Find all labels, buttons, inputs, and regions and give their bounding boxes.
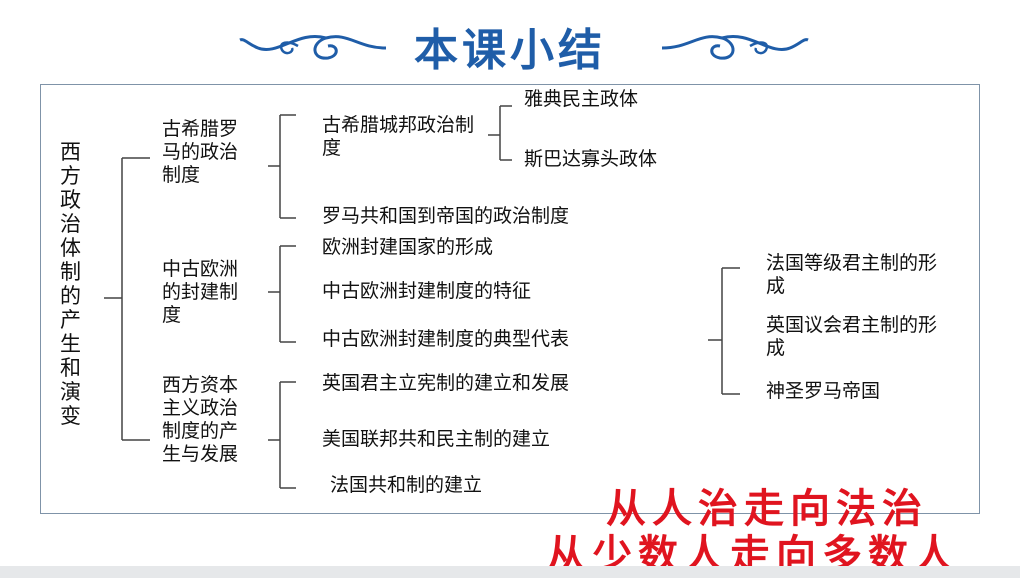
- root-label: 西方政治体制的产生和演变: [60, 140, 81, 428]
- england-parliamentary-monarchy: 英国议会君主制的形成: [766, 314, 941, 360]
- france-estates-monarchy-text: 法国等级君主制的形成: [766, 252, 938, 297]
- feudal-state-formation: 欧洲封建国家的形成: [322, 236, 494, 258]
- feudal-features: 中古欧洲封建制度的特征: [322, 280, 532, 302]
- england-parliamentary-monarchy-text: 英国议会君主制的形成: [766, 314, 938, 359]
- page-title: 本课小结: [414, 25, 606, 76]
- france-estates-monarchy: 法国等级君主制的形成: [766, 252, 941, 298]
- diagram-frame: [40, 84, 980, 514]
- l1-greece-rome: 古希腊罗马的政治制度: [162, 118, 252, 187]
- us-federal-republic: 美国联邦共和民主制的建立: [322, 428, 551, 450]
- greece-city-state: 古希腊城邦政治制度: [322, 114, 492, 160]
- right-ornament-icon: [661, 35, 809, 60]
- l1-medieval-text: 中古欧洲的封建制度: [162, 258, 239, 326]
- l1-capitalist-text: 西方资本主义政治制度的产生与发展: [162, 374, 239, 465]
- slogan-line-1: 从人治走向法治: [606, 485, 928, 532]
- greece-city-state-text: 古希腊城邦政治制度: [322, 114, 475, 159]
- uk-constitutional-monarchy: 英国君主立宪制的建立和发展: [322, 372, 570, 394]
- france-republic: 法国共和制的建立: [330, 474, 483, 496]
- left-ornament-icon: [239, 35, 387, 60]
- rome-republic-empire: 罗马共和国到帝国的政治制度: [322, 205, 570, 227]
- l1-capitalist: 西方资本主义政治制度的产生与发展: [162, 374, 252, 466]
- l1-greece-rome-text: 古希腊罗马的政治制度: [162, 118, 239, 186]
- feudal-typical: 中古欧洲封建制度的典型代表: [322, 328, 570, 350]
- bottom-bar: [0, 566, 1020, 578]
- holy-roman-empire: 神圣罗马帝国: [766, 380, 881, 402]
- athens-democracy: 雅典民主政体: [524, 88, 639, 110]
- sparta-oligarchy: 斯巴达寡头政体: [524, 148, 658, 170]
- l1-medieval: 中古欧洲的封建制度: [162, 258, 252, 327]
